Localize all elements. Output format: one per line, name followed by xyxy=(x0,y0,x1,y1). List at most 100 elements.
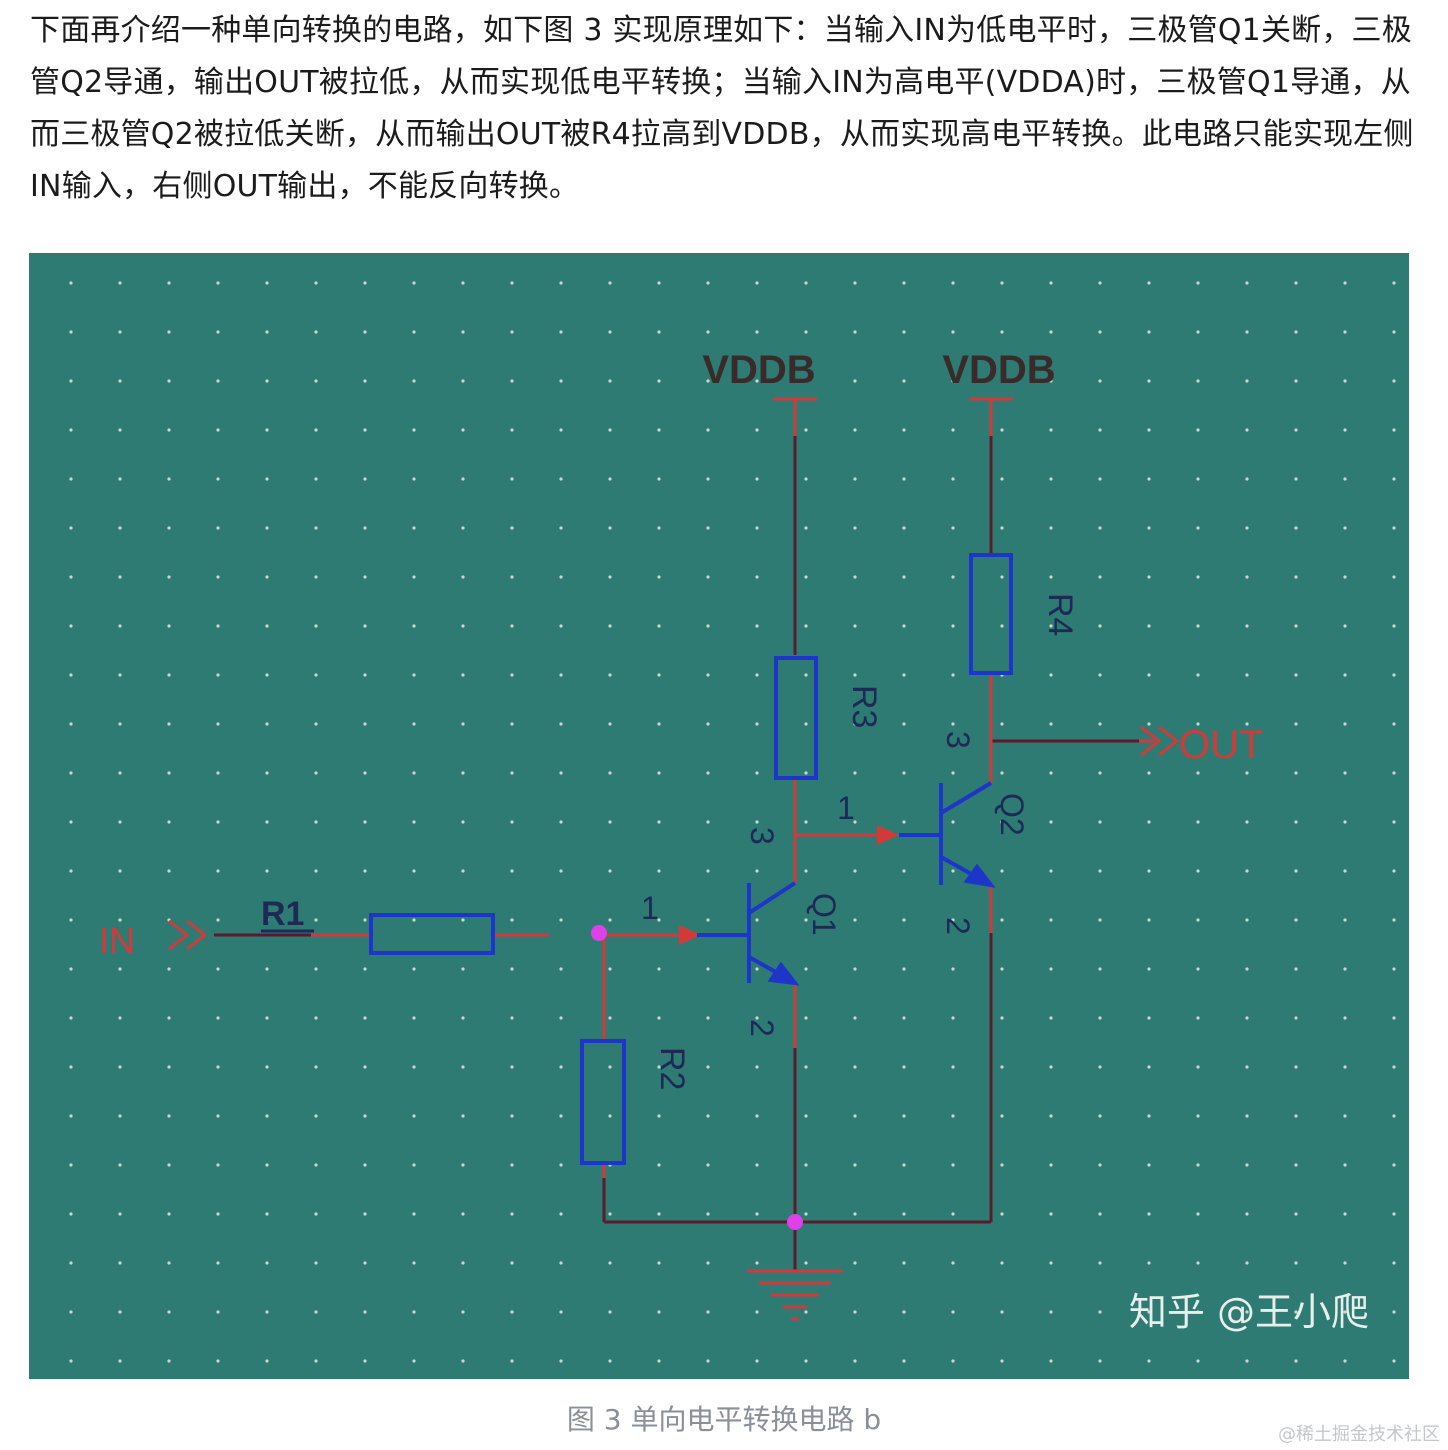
grid-dot xyxy=(1392,428,1396,432)
grid-dot xyxy=(461,771,465,775)
grid-dot xyxy=(1049,330,1053,334)
grid-dot xyxy=(902,1114,906,1118)
grid-dot xyxy=(951,1016,955,1020)
grid-dot xyxy=(1245,281,1249,285)
grid-dot xyxy=(1343,624,1347,628)
grid-dot xyxy=(1343,918,1347,922)
grid-dot xyxy=(167,1359,171,1363)
grid-dot xyxy=(657,1065,661,1069)
grid-dot xyxy=(412,526,416,530)
grid-dot xyxy=(608,1310,612,1314)
grid-dot xyxy=(1245,379,1249,383)
grid-dot xyxy=(265,477,269,481)
grid-dot xyxy=(363,1261,367,1265)
grid-dot xyxy=(559,477,563,481)
grid-dot xyxy=(1294,1261,1298,1265)
grid-dot xyxy=(461,967,465,971)
grid-dot xyxy=(69,526,73,530)
grid-dot xyxy=(1049,1065,1053,1069)
grid-dot xyxy=(755,771,759,775)
grid-dot xyxy=(1147,281,1151,285)
grid-dot xyxy=(804,477,808,481)
grid-dot xyxy=(706,575,710,579)
grid-dot xyxy=(314,1261,318,1265)
grid-dot xyxy=(853,1016,857,1020)
grid-dot xyxy=(510,869,514,873)
grid-dot xyxy=(608,1065,612,1069)
grid-dot xyxy=(559,918,563,922)
grid-dot xyxy=(69,673,73,677)
grid-dot xyxy=(1343,1359,1347,1363)
grid-dot xyxy=(1245,722,1249,726)
grid-dot xyxy=(1392,1212,1396,1216)
grid-dot xyxy=(1392,1114,1396,1118)
r1-label: R1 xyxy=(261,895,304,933)
grid-dot xyxy=(1196,967,1200,971)
grid-dot xyxy=(1000,1016,1004,1020)
grid-dot xyxy=(265,869,269,873)
grid-dot xyxy=(216,1359,220,1363)
grid-dot xyxy=(902,673,906,677)
grid-dot xyxy=(363,526,367,530)
grid-dot xyxy=(216,722,220,726)
grid-dot xyxy=(951,575,955,579)
grid-dot xyxy=(559,722,563,726)
grid-dot xyxy=(1147,1016,1151,1020)
grid-dot xyxy=(1196,526,1200,530)
grid-dot xyxy=(265,428,269,432)
grid-dot xyxy=(118,1163,122,1167)
grid-dot xyxy=(265,1016,269,1020)
grid-dot xyxy=(216,673,220,677)
grid-dot xyxy=(804,1016,808,1020)
grid-dots xyxy=(69,281,1396,1363)
grid-dot xyxy=(69,820,73,824)
grid-dot xyxy=(118,918,122,922)
grid-dot xyxy=(69,771,73,775)
grid-dot xyxy=(657,918,661,922)
grid-dot xyxy=(265,1359,269,1363)
grid-dot xyxy=(461,820,465,824)
grid-dot xyxy=(167,820,171,824)
grid-dot xyxy=(1098,1065,1102,1069)
grid-dot xyxy=(412,379,416,383)
grid-dot xyxy=(1343,1065,1347,1069)
grid-dot xyxy=(216,1016,220,1020)
grid-dot xyxy=(804,281,808,285)
grid-dot xyxy=(216,330,220,334)
grid-dot xyxy=(1294,869,1298,873)
grid-dot xyxy=(69,428,73,432)
q1-base-arrow-icon xyxy=(679,925,701,945)
out-port-label: OUT xyxy=(1179,723,1263,767)
grid-dot xyxy=(1245,624,1249,628)
grid-dot xyxy=(706,1261,710,1265)
grid-dot xyxy=(755,477,759,481)
grid-dot xyxy=(1343,477,1347,481)
grid-dot xyxy=(902,918,906,922)
grid-dot xyxy=(69,1212,73,1216)
grid-dot xyxy=(902,967,906,971)
grid-dot xyxy=(608,869,612,873)
grid-dot xyxy=(1147,477,1151,481)
grid-dot xyxy=(412,673,416,677)
grid-dot xyxy=(1245,330,1249,334)
resistor-r2-body xyxy=(580,1039,626,1165)
resistors xyxy=(369,553,1013,1165)
grid-dot xyxy=(657,526,661,530)
grid-dot xyxy=(1098,1310,1102,1314)
grid-dot xyxy=(1000,820,1004,824)
grid-dot xyxy=(804,1261,808,1265)
grid-dot xyxy=(559,1212,563,1216)
grid-dot xyxy=(1196,477,1200,481)
grid-dot xyxy=(804,379,808,383)
grid-dot xyxy=(1343,673,1347,677)
grid-dot xyxy=(216,1114,220,1118)
grid-dot xyxy=(1049,477,1053,481)
grid-dot xyxy=(1343,1114,1347,1118)
vddb-left-label: VDDB xyxy=(702,348,815,392)
grid-dot xyxy=(559,967,563,971)
grid-dot xyxy=(1343,869,1347,873)
grid-dot xyxy=(559,869,563,873)
grid-dot xyxy=(69,1359,73,1363)
grid-dot xyxy=(167,379,171,383)
grid-dot xyxy=(1000,1310,1004,1314)
